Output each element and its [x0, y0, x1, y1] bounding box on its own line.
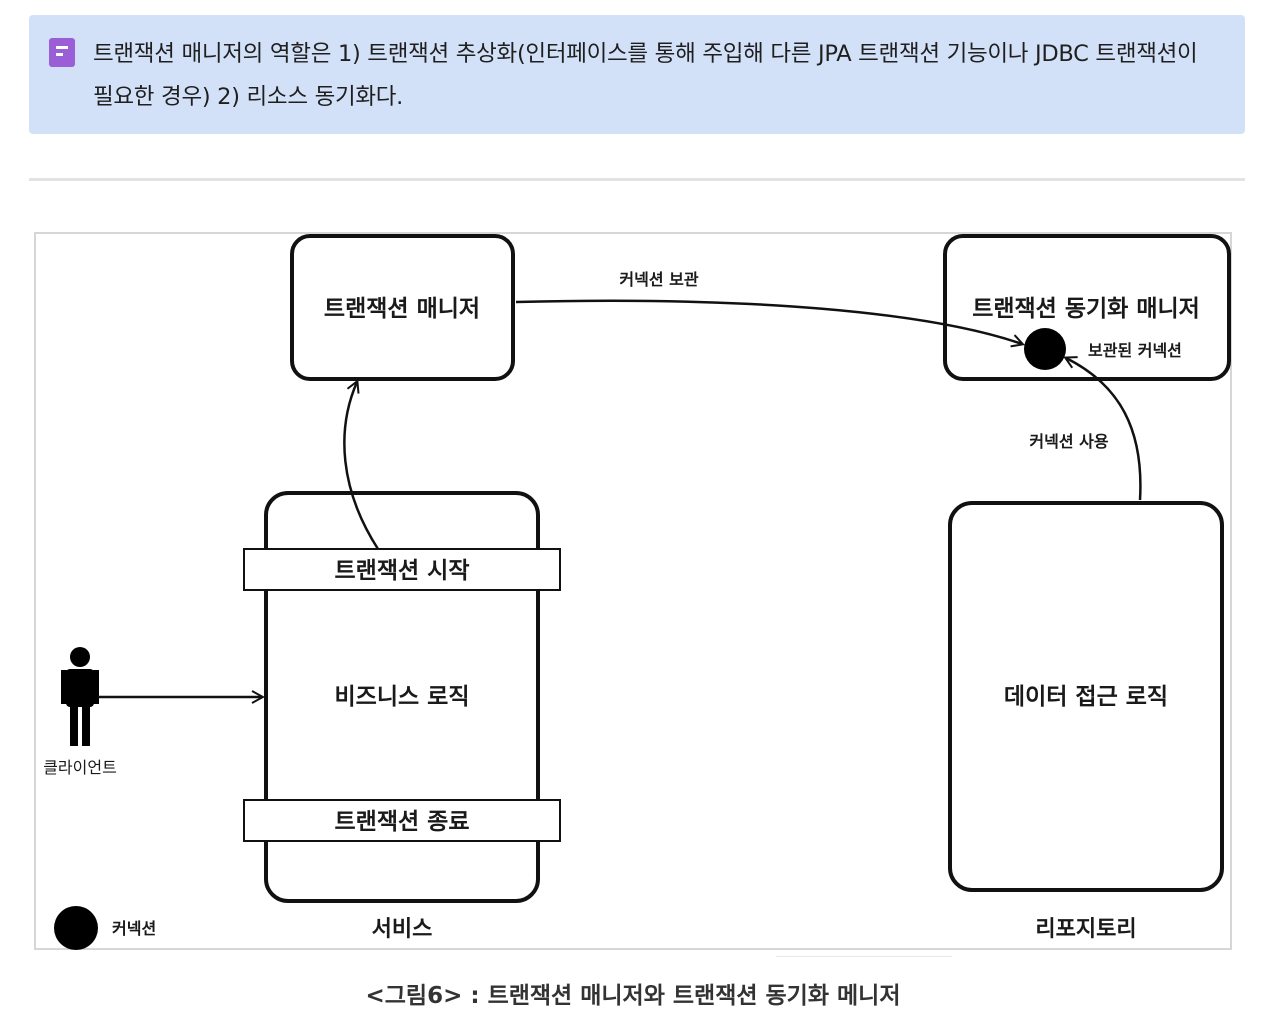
connection-legend-icon — [54, 906, 98, 950]
tx-end-label: 트랜잭션 종료 — [335, 809, 470, 835]
store-connection-arrow — [515, 299, 1022, 344]
divider — [29, 178, 1245, 181]
client-person-icon — [61, 647, 99, 746]
repository-label: 리포지토리 — [1035, 917, 1136, 942]
repository-box: 데이터 접근 로직 — [948, 501, 1224, 892]
use-connection-label: 커넥션 사용 — [1029, 432, 1108, 451]
sync-manager-box: 트랜잭션 동기화 매니저 보관된 커넥션 — [943, 234, 1231, 381]
start-to-manager-arrow — [343, 382, 380, 550]
service-box: 트랜잭션 시작 비즈니스 로직 트랜잭션 종료 — [243, 491, 561, 903]
business-logic-label: 비즈니스 로직 — [335, 684, 470, 710]
stored-connection-label: 보관된 커넥션 — [1088, 341, 1182, 360]
caption-divider — [776, 956, 952, 957]
tx-end-bar — [243, 799, 561, 842]
connection-legend-label: 커넥션 — [112, 919, 156, 938]
note-icon — [49, 38, 75, 67]
client-label: 클라이언트 — [43, 758, 117, 777]
tx-start-label: 트랜잭션 시작 — [335, 558, 470, 584]
tx-start-bar — [243, 548, 561, 591]
store-connection-label: 커넥션 보관 — [619, 270, 698, 289]
callout-text: 트랜잭션 매니저의 역할은 1) 트랜잭션 추상화(인터페이스를 통해 주입해 … — [93, 41, 1198, 110]
sync-manager-label: 트랜잭션 동기화 매니저 — [972, 296, 1200, 322]
use-connection-arrow — [1066, 358, 1142, 501]
diagram-frame — [34, 232, 1232, 950]
service-label: 서비스 — [372, 917, 433, 942]
tx-manager-label: 트랜잭션 매니저 — [324, 296, 480, 322]
note-callout: 트랜잭션 매니저의 역할은 1) 트랜잭션 추상화(인터페이스를 통해 주입해 … — [29, 15, 1245, 134]
stored-connection-icon — [1024, 328, 1066, 370]
data-access-label: 데이터 접근 로직 — [1004, 684, 1168, 710]
tx-manager-box: 트랜잭션 매니저 — [290, 234, 515, 381]
figure-caption: <그림6> : 트랜잭션 매니저와 트랜잭션 동기화 메니저 — [365, 983, 901, 1009]
